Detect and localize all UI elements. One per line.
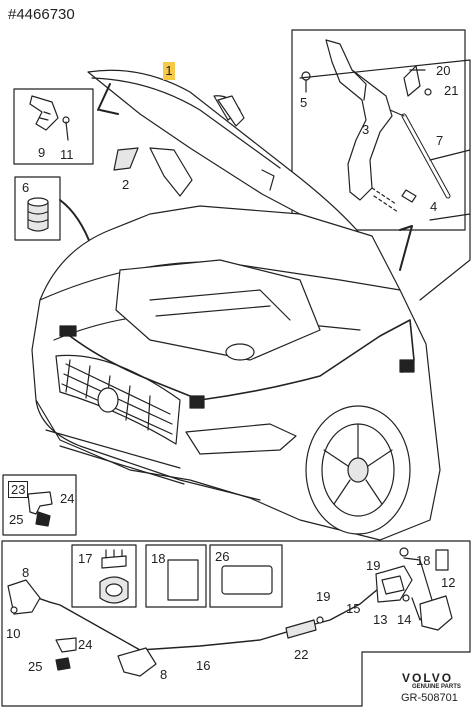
callout-14: 14 (397, 612, 412, 627)
callout-20: 20 (436, 63, 451, 78)
callout-23: 23 (8, 481, 29, 498)
callout-2: 2 (122, 177, 130, 192)
callout-3: 3 (362, 122, 370, 137)
callout-7: 7 (436, 133, 444, 148)
callout-12: 12 (441, 575, 456, 590)
callout-11: 11 (60, 147, 74, 162)
hood-hinge-icon (325, 39, 393, 201)
genuine-parts-tag: GENUINE PARTS (412, 684, 461, 690)
reference-code: GR-508701 (401, 692, 458, 704)
callout-19-right: 19 (366, 558, 381, 573)
callout-13: 13 (373, 612, 388, 627)
callout-10: 10 (6, 626, 21, 641)
callout-19-mid: 19 (316, 589, 331, 604)
detail-box-hinge-bracket (13, 88, 94, 165)
callout-25-bottom: 25 (28, 659, 43, 674)
connector-icon (27, 491, 53, 515)
callout-9: 9 (38, 145, 46, 160)
release-handle-icon (375, 565, 413, 603)
callout-17: 17 (78, 551, 93, 566)
volvo-logo: VOLVO (402, 671, 454, 685)
callout-8-right: 8 (160, 667, 168, 682)
release-cable (61, 319, 415, 401)
callout-26: 26 (215, 549, 230, 564)
volvo-emblem (97, 387, 119, 413)
callout-15: 15 (346, 601, 361, 616)
callout-8-left: 8 (22, 565, 30, 580)
callout-5: 5 (300, 95, 308, 110)
callout-4: 4 (430, 199, 438, 214)
grommet-icon (101, 555, 127, 569)
hood-lock-right-icon (117, 647, 157, 677)
callout-18-box: 18 (151, 551, 166, 566)
diagram-id: #4466730 (8, 6, 75, 23)
callout-1: 1 (163, 62, 175, 80)
callout-18-right: 18 (416, 553, 431, 568)
callout-24-top: 24 (60, 491, 75, 506)
callout-24-bottom: 24 (78, 637, 93, 652)
bolt-icon (401, 189, 417, 203)
callout-25-top: 25 (9, 512, 24, 527)
callout-21: 21 (444, 83, 459, 98)
hinge-bracket-icon (29, 95, 59, 131)
callout-16: 16 (196, 658, 211, 673)
callout-22: 22 (294, 647, 309, 662)
callout-6: 6 (22, 180, 30, 195)
